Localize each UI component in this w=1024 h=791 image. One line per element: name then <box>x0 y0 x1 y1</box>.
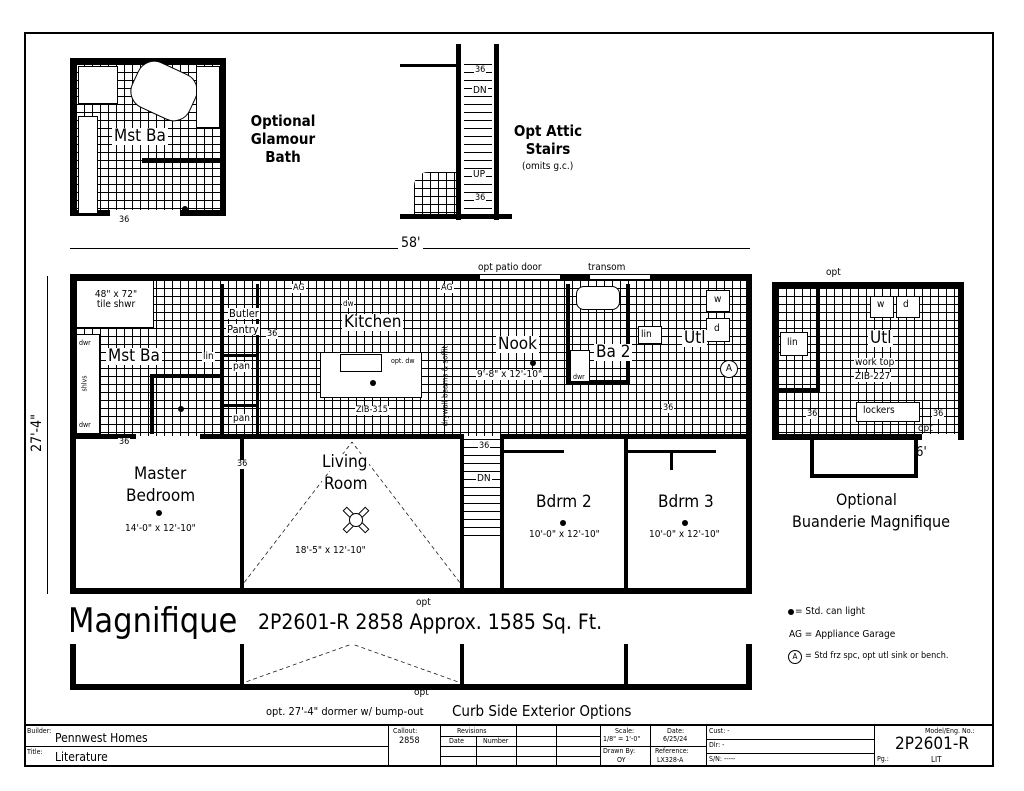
plan-detail: 2P2601-R 2858 Approx. 1585 Sq. Ft. <box>258 610 603 634</box>
bdrm2-label: Bdrm 2 <box>534 492 594 512</box>
attic-stairs-note: (omits g.c.) <box>522 161 574 172</box>
attic-stairs-title: Opt Attic Stairs <box>513 122 583 158</box>
curb-side-exterior <box>70 644 752 690</box>
master-bedroom-size: 14'-0" x 12'-10" <box>124 523 197 534</box>
utl-label: Utl <box>682 328 708 348</box>
buanderie-title-2: Buanderie Magnifique <box>792 512 950 531</box>
vault-lines <box>240 441 464 588</box>
kitchen-label: Kitchen <box>342 312 404 332</box>
nook-label: Nook <box>496 334 540 354</box>
attic-stairs-option: DN UP 36 36 <box>400 44 512 220</box>
mst-ba-label: Mst Ba <box>106 346 162 366</box>
buanderie-bumpout <box>810 440 918 478</box>
living-room-label-2: Room <box>322 474 370 494</box>
transom-note: transom <box>588 262 626 273</box>
living-room-size: 18'-5" x 12'-10" <box>294 545 367 556</box>
shower <box>76 280 154 328</box>
buanderie-utl-label: Utl <box>868 328 894 348</box>
legend: = Std. can light AG = Appliance Garage A… <box>788 604 988 664</box>
buanderie-opt-top: opt <box>826 267 841 278</box>
opt-note-front: opt <box>416 597 431 608</box>
nook-size: 9'-8" x 12'-10" <box>476 369 544 380</box>
depth-dimension-line <box>47 276 48 594</box>
opt-patio-door-note: opt patio door <box>478 262 542 273</box>
ba2-label: Ba 2 <box>594 342 633 362</box>
width-dimension: 58' <box>398 236 424 250</box>
depth-dimension: 27'-4" <box>28 414 45 452</box>
master-bedroom-label-2: Bedroom <box>124 486 198 506</box>
bdrm3-size: 10'-0" x 12'-10" <box>648 529 721 540</box>
buanderie-opt-side: opt <box>918 423 933 434</box>
shower-label: 48" x 72" tile shwr <box>94 289 138 310</box>
bdrm3-label: Bdrm 3 <box>656 492 716 512</box>
sheet-title: Literature <box>54 750 109 764</box>
bathtub <box>576 286 620 310</box>
model-number: 2P2601-R <box>894 734 971 754</box>
main-floor-plan: DN ZIB-315 opt. dw 48" x 72" tile shwr d… <box>70 274 752 594</box>
glamour-mst-ba-label: Mst Ba <box>112 126 168 146</box>
buanderie-option: w d lin Utl work top ZIB-227 lockers 36 … <box>772 282 964 440</box>
freezer-space-symbol: A <box>720 360 738 378</box>
buanderie-title-1: Optional <box>836 490 897 509</box>
living-room-label-1: Living <box>320 452 370 472</box>
opt-note-curb: opt <box>414 687 429 698</box>
drywall-beams-note: drywall beams & soffit <box>440 345 450 427</box>
plan-name: Magnifique <box>68 601 238 641</box>
builder-name: Pennwest Homes <box>54 731 149 745</box>
drawing-frame <box>24 32 994 767</box>
glamour-bath-option: Mst Ba 36 <box>70 54 226 225</box>
ceiling-fan-icon <box>340 504 370 534</box>
glamour-bath-title: Optional Glamour Bath <box>250 112 316 166</box>
dormer-note: opt. 27'-4" dormer w/ bump-out <box>266 705 424 718</box>
master-bedroom-label-1: Master <box>132 464 189 484</box>
title-block: Builder: Pennwest Homes Title: Literatur… <box>24 724 992 766</box>
bdrm2-size: 10'-0" x 12'-10" <box>528 529 601 540</box>
buanderie-width: 6' <box>916 445 927 460</box>
curb-side-title: Curb Side Exterior Options <box>452 702 632 720</box>
